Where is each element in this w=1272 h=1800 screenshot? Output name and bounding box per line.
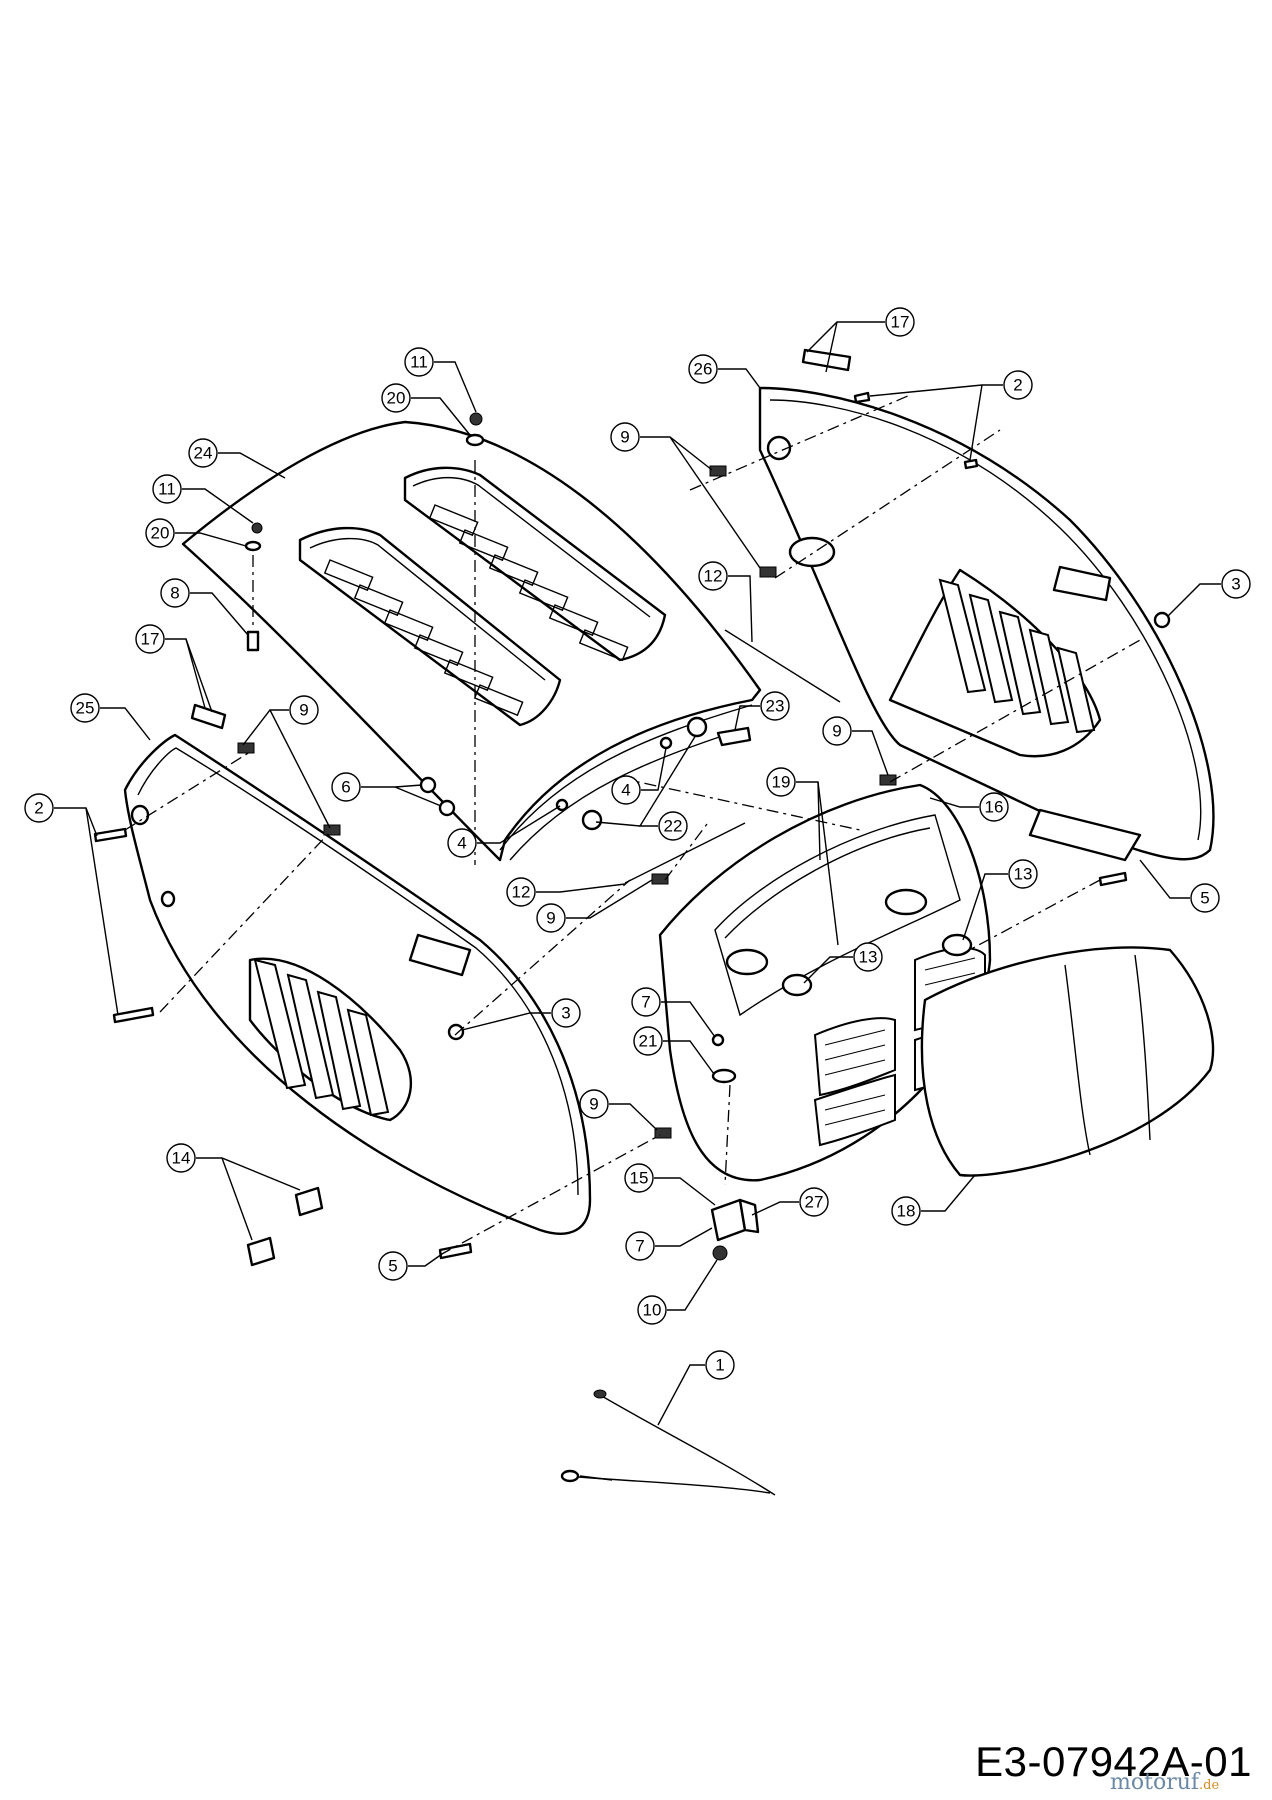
callout-6 bbox=[331, 772, 361, 802]
callout-label: 13 bbox=[1014, 865, 1033, 884]
callout-7-a bbox=[631, 987, 661, 1017]
callout-label: 16 bbox=[985, 798, 1004, 817]
callout-label: 9 bbox=[589, 1095, 598, 1114]
callout-14 bbox=[166, 1143, 196, 1173]
callout-label: 3 bbox=[1231, 575, 1240, 594]
callout-19 bbox=[766, 767, 796, 797]
callout-label: 10 bbox=[643, 1301, 662, 1320]
callout-label: 26 bbox=[694, 360, 713, 379]
callout-24 bbox=[188, 438, 218, 468]
left-side-panel bbox=[123, 733, 592, 1235]
callout-label: 9 bbox=[832, 722, 841, 741]
watermark-logo-visible: motoruf.de bbox=[1110, 1770, 1219, 1795]
callout-27 bbox=[799, 1187, 829, 1217]
callout-18 bbox=[891, 1196, 921, 1226]
callout-23 bbox=[760, 691, 790, 721]
callout-label: 7 bbox=[635, 1237, 644, 1256]
callout-9-c bbox=[822, 716, 852, 746]
callout-label: 17 bbox=[891, 313, 910, 332]
callout-label: 5 bbox=[388, 1257, 397, 1276]
watermark-suffix: .de bbox=[1199, 1778, 1220, 1793]
headlight-lens bbox=[920, 946, 1215, 1177]
hood-top-panel bbox=[181, 420, 762, 862]
watermark-text: motoruf bbox=[1110, 1770, 1200, 1795]
callout-16 bbox=[979, 792, 1009, 822]
callout-label: 3 bbox=[561, 1004, 570, 1023]
callout-3-a bbox=[1221, 569, 1251, 599]
callout-label: 25 bbox=[76, 699, 95, 718]
callout-17-b bbox=[135, 624, 165, 654]
callout-label: 15 bbox=[630, 1169, 649, 1188]
callout-25 bbox=[70, 693, 100, 723]
callout-1 bbox=[705, 1350, 735, 1380]
callout-9-e bbox=[579, 1089, 609, 1119]
callout-3-b bbox=[551, 998, 581, 1028]
callout-label: 14 bbox=[172, 1149, 191, 1168]
callout-label: 5 bbox=[1200, 889, 1209, 908]
callout-label: 12 bbox=[512, 883, 531, 902]
callout-label: 11 bbox=[158, 480, 176, 499]
callout-label: 2 bbox=[34, 799, 43, 818]
callout-label: 4 bbox=[457, 834, 466, 853]
callout-2-a bbox=[1003, 370, 1033, 400]
callout-label: 20 bbox=[151, 524, 170, 543]
callout-label: 27 bbox=[805, 1193, 824, 1212]
callout-2-b bbox=[24, 793, 54, 823]
callouts: 17 26 2 11 20 9 24 11 20 12 3 8 bbox=[24, 307, 1251, 1426]
callout-label: 13 bbox=[859, 948, 878, 967]
callout-label: 6 bbox=[341, 778, 350, 797]
callout-label: 9 bbox=[299, 701, 308, 720]
callout-9-b bbox=[289, 695, 319, 725]
callout-label: 24 bbox=[194, 444, 213, 463]
callout-9-d bbox=[536, 903, 566, 933]
callout-label: 9 bbox=[546, 909, 555, 928]
callout-8 bbox=[160, 578, 190, 608]
callout-11-b bbox=[152, 474, 182, 504]
callout-7-b bbox=[625, 1231, 655, 1261]
callout-label: 12 bbox=[704, 567, 723, 586]
callout-label: 8 bbox=[170, 584, 179, 603]
callout-21 bbox=[633, 1026, 663, 1056]
callout-label: 1 bbox=[715, 1356, 724, 1375]
callout-11-a bbox=[404, 347, 434, 377]
callout-label: 4 bbox=[621, 781, 630, 800]
callout-label: 19 bbox=[772, 773, 791, 792]
callout-label: 18 bbox=[897, 1202, 916, 1221]
callout-label: 2 bbox=[1013, 376, 1022, 395]
callout-9-a bbox=[610, 422, 640, 452]
callout-12-b bbox=[506, 877, 536, 907]
right-side-panel bbox=[758, 386, 1215, 862]
callout-label: 20 bbox=[387, 389, 406, 408]
callout-label: 23 bbox=[766, 697, 785, 716]
callout-13-b bbox=[853, 942, 883, 972]
callout-26 bbox=[688, 354, 718, 384]
callout-10 bbox=[637, 1295, 667, 1325]
callout-label: 21 bbox=[639, 1032, 658, 1051]
callout-22 bbox=[658, 811, 688, 841]
callout-label: 7 bbox=[641, 993, 650, 1012]
callout-20-a bbox=[381, 383, 411, 413]
callout-5-a bbox=[1190, 883, 1220, 913]
callout-4-a bbox=[611, 775, 641, 805]
callout-17-a bbox=[885, 307, 915, 337]
callout-label: 11 bbox=[410, 353, 428, 372]
callout-20-b bbox=[145, 518, 175, 548]
drawing-number: E3-07942A-01 bbox=[975, 1738, 1252, 1785]
callout-4-b bbox=[447, 828, 477, 858]
callout-13-a bbox=[1008, 859, 1038, 889]
callout-15 bbox=[624, 1163, 654, 1193]
small-hardware bbox=[93, 348, 1171, 1496]
callout-5-b bbox=[378, 1251, 408, 1281]
assembly-lines bbox=[124, 394, 1141, 1256]
callout-label: 9 bbox=[620, 428, 629, 447]
callout-label: 22 bbox=[664, 817, 683, 836]
callout-12-a bbox=[698, 561, 728, 591]
callout-label: 17 bbox=[141, 630, 160, 649]
